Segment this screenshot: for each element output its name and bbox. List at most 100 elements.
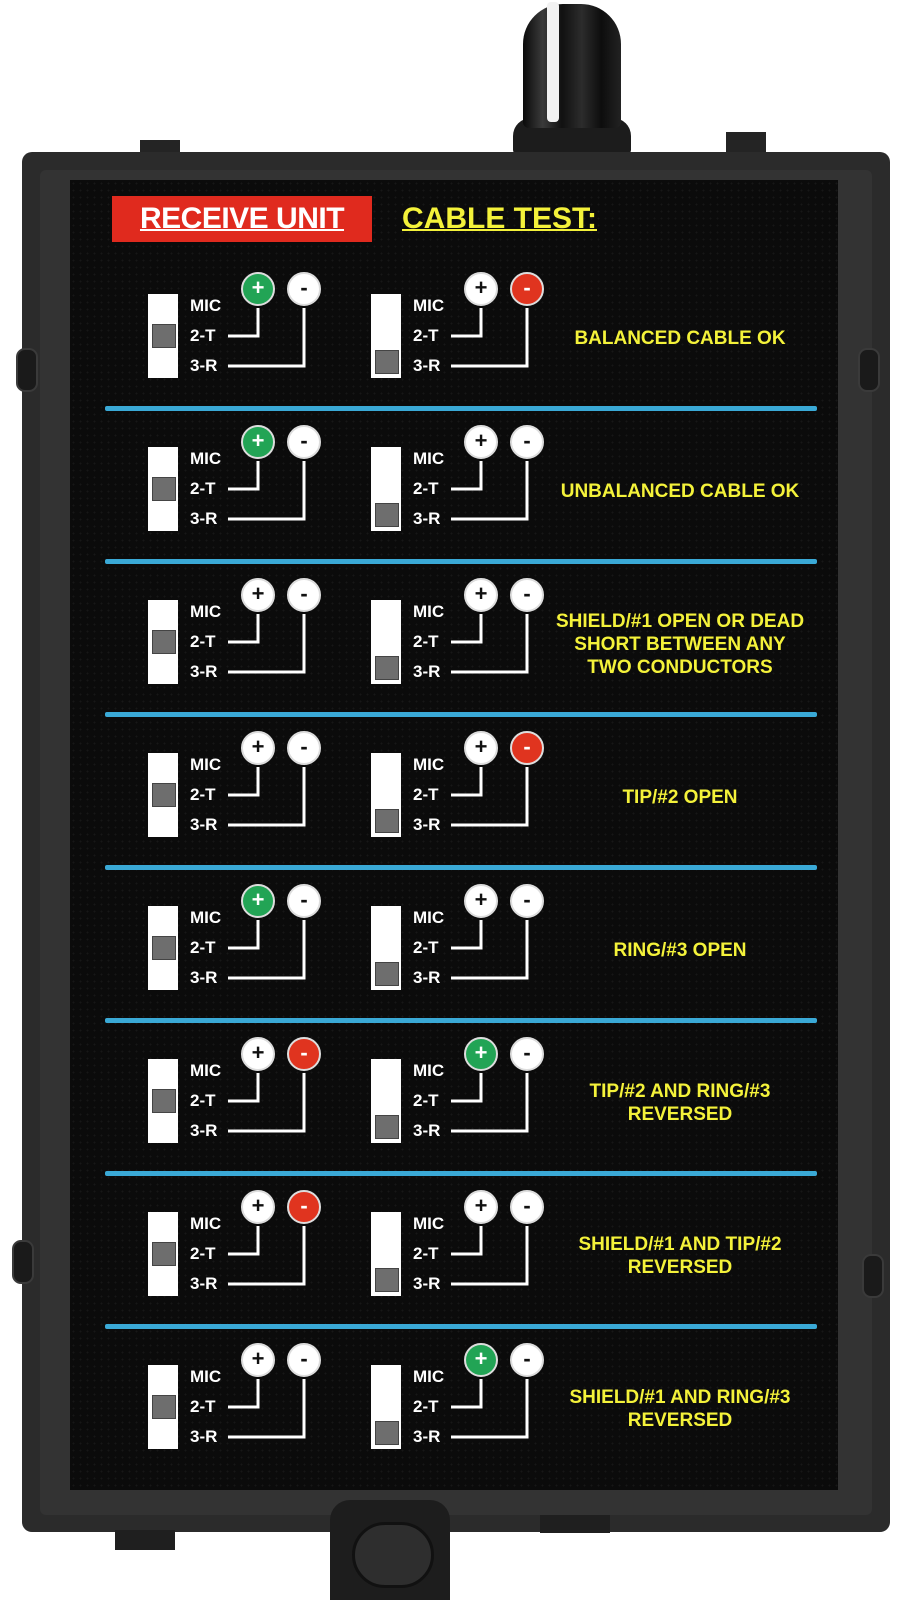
switch-position [375, 1421, 399, 1445]
led-wiring [451, 614, 529, 674]
minus-led-off: - [287, 425, 321, 459]
mic-label: MIC [190, 1061, 222, 1080]
xlr-jack[interactable] [330, 1500, 450, 1600]
minus-led-off: - [287, 578, 321, 612]
selector-switch [371, 600, 401, 684]
minus-led-off: - [287, 1343, 321, 1377]
minus-led-off: - [510, 578, 544, 612]
selector-switch [148, 1365, 178, 1449]
minus-led-red: - [287, 1190, 321, 1224]
led-wiring [228, 614, 306, 674]
ring-label: 3-R [413, 662, 441, 681]
mic-label: MIC [190, 602, 222, 621]
ring-label: 3-R [190, 356, 218, 375]
selector-switch [148, 906, 178, 990]
mic-label: MIC [190, 1214, 222, 1233]
switch-position [152, 1089, 176, 1113]
led-wiring [451, 308, 529, 368]
knob-indicator-stripe [547, 2, 559, 122]
left-lower-screw [12, 1240, 34, 1284]
minus-led-red: - [510, 731, 544, 765]
led-wiring [228, 461, 306, 521]
mic-label: MIC [413, 449, 445, 468]
top-right-bracket [726, 132, 766, 154]
switch-position [152, 1242, 176, 1266]
test-result-text: BALANCED CABLE OK [574, 327, 786, 349]
receive-unit-title: RECEIVE UNIT [112, 196, 372, 242]
mic-label: MIC [413, 1061, 445, 1080]
mic-label: MIC [413, 602, 445, 621]
plus-led-off: + [241, 731, 275, 765]
selector-switch [371, 753, 401, 837]
tip-label: 2-T [413, 326, 439, 345]
plus-led-green: + [241, 272, 275, 306]
ring-label: 3-R [413, 509, 441, 528]
switch-position [375, 503, 399, 527]
selector-switch [371, 1365, 401, 1449]
mic-label: MIC [190, 755, 222, 774]
selector-switch [371, 447, 401, 531]
led-wiring [228, 767, 306, 827]
minus-led-off: - [287, 731, 321, 765]
tip-label: 2-T [190, 1244, 216, 1263]
test-result-text: SHIELD/#1 AND TIP/#2 REVERSED [578, 1234, 782, 1278]
led-wiring [451, 1379, 529, 1439]
led-wiring [228, 1226, 306, 1286]
selector-switch [371, 906, 401, 990]
switch-position [152, 324, 176, 348]
tip-label: 2-T [413, 1091, 439, 1110]
tip-label: 2-T [190, 479, 216, 498]
row-divider [105, 1171, 817, 1176]
test-result-text: TIP/#2 OPEN [622, 786, 738, 808]
mic-label: MIC [413, 1367, 445, 1386]
ring-label: 3-R [190, 968, 218, 987]
bottom-left-foot [115, 1530, 175, 1550]
minus-led-off: - [510, 1037, 544, 1071]
cable-test-title: CABLE TEST: [402, 202, 597, 235]
led-wiring [228, 920, 306, 980]
mic-label: MIC [190, 296, 222, 315]
switch-position [375, 1115, 399, 1139]
tip-label: 2-T [413, 1244, 439, 1263]
switch-position [152, 936, 176, 960]
led-wiring [451, 1226, 529, 1286]
minus-led-red: - [287, 1037, 321, 1071]
switch-position [375, 350, 399, 374]
led-wiring [228, 1073, 306, 1133]
row-divider [105, 865, 817, 870]
mic-label: MIC [413, 1214, 445, 1233]
ring-label: 3-R [413, 356, 441, 375]
plus-led-off: + [464, 272, 498, 306]
minus-led-off: - [287, 272, 321, 306]
led-wiring [228, 308, 306, 368]
selector-switch [148, 753, 178, 837]
minus-led-off: - [510, 884, 544, 918]
ring-label: 3-R [190, 815, 218, 834]
led-wiring [451, 461, 529, 521]
ring-label: 3-R [413, 815, 441, 834]
tip-label: 2-T [190, 938, 216, 957]
plus-led-off: + [464, 731, 498, 765]
selector-switch [148, 1212, 178, 1296]
switch-position [375, 809, 399, 833]
tip-label: 2-T [413, 479, 439, 498]
tip-label: 2-T [190, 1091, 216, 1110]
level-knob[interactable] [513, 0, 631, 160]
selector-switch [371, 1212, 401, 1296]
ring-label: 3-R [413, 1274, 441, 1293]
selector-switch [148, 1059, 178, 1143]
switch-position [152, 1395, 176, 1419]
test-result-text: RING/#3 OPEN [613, 939, 747, 961]
